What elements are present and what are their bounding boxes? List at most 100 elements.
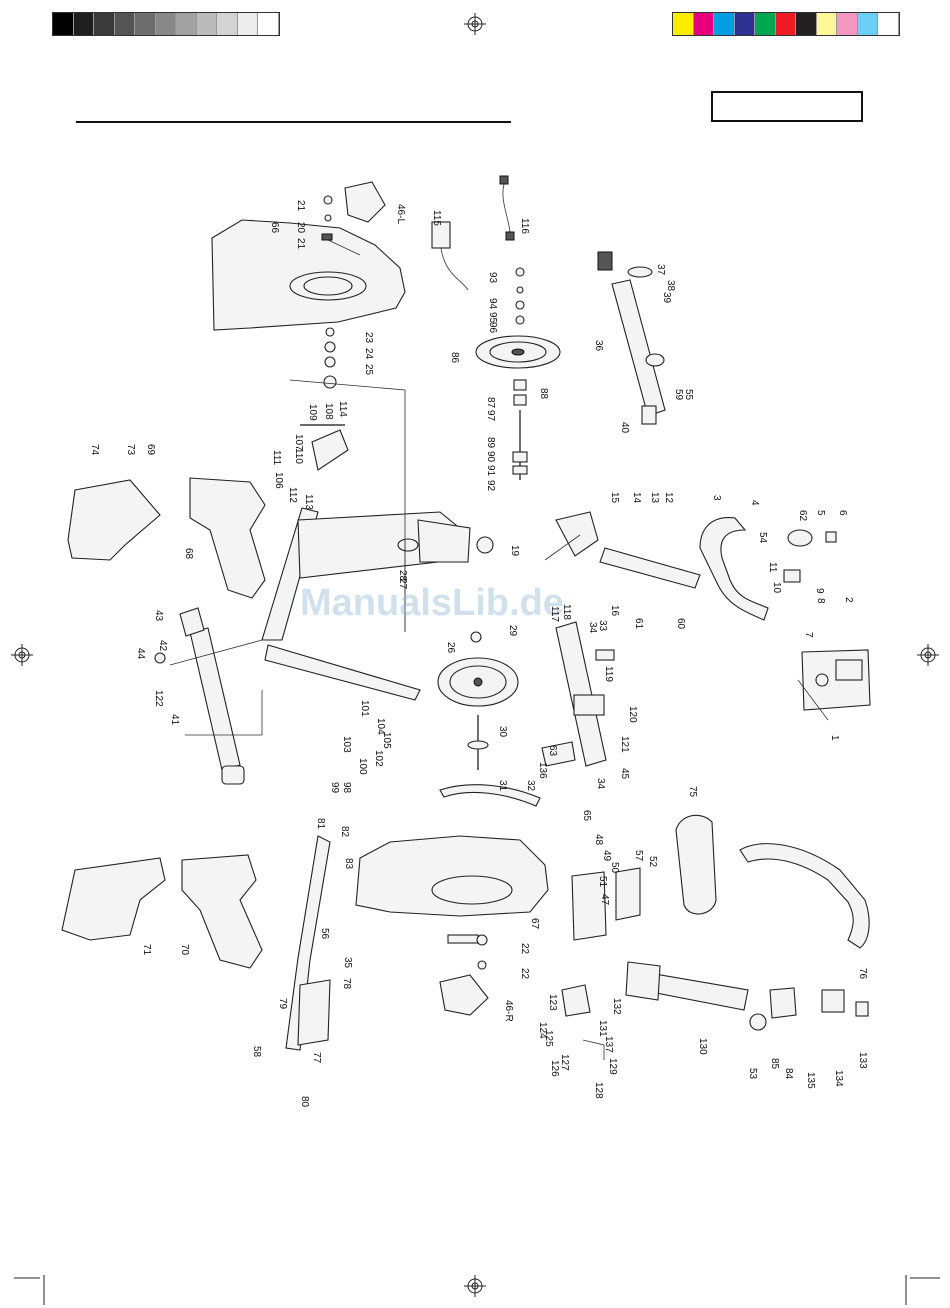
seat-bracket-assembly	[749, 987, 869, 1031]
color-calibration-bar	[672, 12, 900, 36]
part-36-seat-post	[597, 251, 666, 425]
part-label-p94: 94	[487, 298, 498, 310]
part-label-p59: 59	[673, 389, 684, 401]
part-label-p15: 15	[609, 492, 620, 504]
part-label-p60: 60	[675, 618, 686, 630]
part-label-p99: 99	[329, 782, 340, 794]
part-label-p111: 111	[271, 450, 282, 466]
gray-swatch-8	[217, 13, 238, 35]
part-71-lower-shroud-left	[61, 857, 166, 941]
part-label-p45: 45	[619, 768, 630, 780]
part-73-rear-shroud-left	[67, 479, 161, 561]
part-label-p50: 50	[609, 862, 620, 874]
part-label-p34a: 34	[587, 622, 598, 634]
part-label-p35: 35	[342, 957, 353, 969]
part-label-p71: 71	[141, 944, 152, 956]
part-label-p119: 119	[603, 666, 614, 682]
part-label-p83: 83	[343, 858, 354, 870]
part-label-p63: 63	[547, 745, 558, 757]
gray-swatch-2	[94, 13, 115, 35]
part-68-rear-shroud-right	[189, 477, 266, 599]
part-label-p103: 103	[341, 736, 352, 753]
part-29-belt-pulley	[437, 657, 519, 707]
part-label-p96: 96	[487, 322, 498, 334]
part-46L-left-pedal	[321, 181, 386, 256]
part-label-p133: 133	[857, 1052, 868, 1069]
gray-swatch-1	[73, 13, 94, 35]
part-76-rear-handle	[739, 843, 870, 949]
part-label-p5: 5	[815, 510, 826, 516]
part-label-p93: 93	[487, 272, 498, 284]
title-rule	[76, 121, 511, 123]
color-swatch-6	[796, 13, 817, 35]
part-label-p21b: 21	[295, 238, 306, 250]
part-label-p49: 49	[601, 850, 612, 862]
part-label-p134: 134	[833, 1070, 844, 1087]
color-swatch-9	[857, 13, 878, 35]
part-62-clamp	[783, 529, 837, 583]
color-swatch-10	[878, 13, 899, 35]
part-label-p54: 54	[757, 532, 768, 544]
color-swatch-0	[673, 13, 694, 35]
part-label-p118: 118	[561, 604, 572, 620]
color-swatch-5	[775, 13, 796, 35]
part-label-p8: 8	[815, 598, 826, 604]
part-label-p19: 19	[509, 545, 520, 557]
part-label-p40: 40	[619, 422, 630, 434]
part-label-p107: 107	[293, 434, 304, 451]
part-label-p77: 77	[311, 1052, 322, 1064]
gray-swatch-3	[114, 13, 135, 35]
part-19-tension-knob	[476, 536, 494, 554]
part-label-p61: 61	[633, 618, 644, 630]
part-label-p13: 13	[649, 492, 660, 504]
part-label-p55: 55	[683, 389, 694, 401]
page-label-box	[711, 91, 863, 122]
part-label-p88: 88	[538, 388, 549, 400]
part-label-p44: 44	[135, 648, 146, 660]
part-label-p29: 29	[507, 625, 518, 637]
part-label-p75: 75	[687, 786, 698, 798]
part-label-p46R: 46-R	[503, 1000, 514, 1022]
part-label-p58: 58	[251, 1046, 262, 1058]
part-label-p132: 132	[611, 998, 622, 1015]
part-label-p47: 47	[599, 894, 610, 906]
gray-swatch-7	[196, 13, 217, 35]
part-label-p122: 122	[153, 690, 164, 707]
part-label-p21a: 21	[295, 200, 306, 212]
part-label-p102: 102	[373, 750, 384, 767]
part-label-p32: 32	[525, 780, 536, 792]
part-label-p31: 31	[497, 780, 508, 792]
part-label-p131: 131	[597, 1020, 608, 1037]
part-label-p101: 101	[359, 700, 370, 717]
part-66-upper-cover	[211, 219, 406, 331]
part-label-p69: 69	[145, 444, 156, 456]
part-label-p85: 85	[769, 1058, 780, 1070]
part-label-p25: 25	[363, 364, 374, 376]
part-label-p66: 66	[269, 222, 280, 234]
gray-swatch-10	[258, 13, 279, 35]
part-label-p136: 136	[537, 762, 548, 779]
part-label-p130: 130	[697, 1038, 708, 1055]
part-label-p120: 120	[627, 706, 638, 723]
part-30-axle	[467, 715, 489, 770]
part-label-p33: 33	[597, 620, 608, 632]
part-label-p121: 121	[619, 736, 630, 753]
part-115-power-adapter	[431, 221, 469, 291]
flywheel-axle-stack	[512, 267, 528, 480]
part-label-p73: 73	[125, 444, 136, 456]
part-label-p135: 135	[805, 1072, 816, 1089]
part-label-p91: 91	[485, 465, 496, 477]
part-label-p24: 24	[363, 348, 374, 360]
part-label-p89: 89	[485, 437, 496, 449]
part-label-p52: 52	[647, 856, 658, 868]
part-label-p76: 76	[857, 968, 868, 980]
part-label-p124: 124	[537, 1022, 548, 1039]
part-label-p65: 65	[581, 810, 592, 822]
part-label-p97: 97	[485, 410, 496, 422]
part-label-p129: 129	[607, 1058, 618, 1075]
part-label-p14: 14	[631, 492, 642, 504]
part-label-p92: 92	[485, 480, 496, 492]
part-label-p113: 113	[303, 494, 314, 510]
color-swatch-2	[714, 13, 735, 35]
part-label-p1: 1	[829, 735, 840, 741]
